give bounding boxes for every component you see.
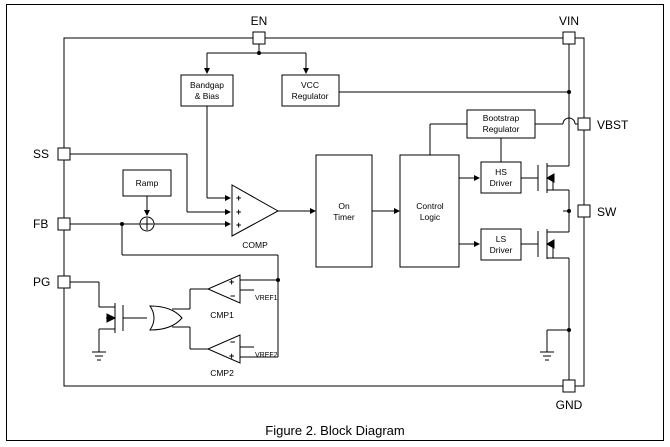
pin-ss: [57, 147, 71, 161]
cmp2-comparator: − +: [206, 334, 241, 364]
svg-text:−: −: [230, 337, 235, 347]
pin-terminals: [57, 31, 591, 393]
or-gate: [149, 305, 183, 331]
ground-icon: [540, 351, 554, 361]
svg-text:+: +: [236, 220, 241, 230]
pin-pg-label: PG: [33, 275, 50, 289]
bootstrap-label-2: Regulator: [483, 124, 520, 134]
control-logic-block: [399, 154, 460, 268]
vcc-regulator-block: [281, 74, 340, 107]
cmp1-label: CMP1: [210, 310, 234, 320]
ls-driver-label-1: LS: [496, 234, 507, 244]
pin-en: [252, 31, 266, 45]
bandgap-block: [180, 74, 234, 107]
cmp1-comparator: + −: [206, 274, 241, 304]
ls-mosfet: [537, 229, 555, 259]
vcc-label-2: Regulator: [292, 91, 329, 101]
on-timer-label-1: On: [338, 201, 350, 211]
bootstrap-label-1: Bootstrap: [483, 113, 520, 123]
pin-fb-label: FB: [33, 217, 48, 231]
on-timer-block: [315, 154, 373, 268]
hs-driver-label-2: Driver: [490, 178, 513, 188]
pin-vin-label: VIN: [559, 14, 579, 28]
pg-mosfet: [106, 303, 124, 333]
control-logic-label-1: Control: [416, 201, 444, 211]
ramp-label: Ramp: [136, 178, 159, 188]
pin-pg: [57, 275, 71, 289]
pin-vin: [562, 31, 576, 45]
figure-caption: Figure 2. Block Diagram: [265, 423, 405, 438]
pin-en-label: EN: [251, 14, 268, 28]
svg-text:+: +: [229, 277, 234, 287]
on-timer-label-2: Timer: [333, 212, 355, 222]
hs-mosfet: [537, 163, 555, 193]
pin-ss-label: SS: [33, 147, 49, 161]
ramp-block: [122, 169, 172, 197]
pin-vbst: [577, 117, 591, 131]
control-logic-label-2: Logic: [420, 212, 441, 222]
pin-vbst-label: VBST: [597, 118, 629, 132]
pin-gnd-label: GND: [556, 398, 583, 412]
functional-blocks: [122, 74, 536, 268]
vref1-label: VREF1: [255, 295, 278, 302]
ls-driver-block: [480, 228, 522, 261]
ground-icon: [92, 351, 106, 361]
svg-text:+: +: [236, 193, 241, 203]
vcc-label-1: VCC: [301, 80, 319, 90]
svg-text:−: −: [230, 291, 235, 301]
cmp2-label: CMP2: [210, 368, 234, 378]
bootstrap-regulator-block: [466, 109, 536, 139]
svg-text:+: +: [236, 207, 241, 217]
ls-driver-label-2: Driver: [490, 245, 513, 255]
junction-dots: [120, 51, 571, 332]
bandgap-label-1: Bandgap: [190, 80, 224, 90]
diagram-frame: [6, 4, 664, 441]
hs-driver-block: [480, 161, 522, 194]
pin-fb: [57, 217, 71, 231]
summing-junction: [139, 216, 155, 232]
vref2-label: VREF2: [255, 352, 278, 359]
pin-sw-label: SW: [597, 205, 617, 219]
pin-gnd: [562, 379, 576, 393]
comp-comparator: + + +: [231, 184, 280, 237]
pin-sw: [577, 204, 591, 218]
bandgap-label-2: & Bias: [195, 91, 220, 101]
hs-driver-label-1: HS: [495, 167, 507, 177]
svg-text:+: +: [229, 351, 234, 361]
comp-label: COMP: [242, 240, 268, 250]
